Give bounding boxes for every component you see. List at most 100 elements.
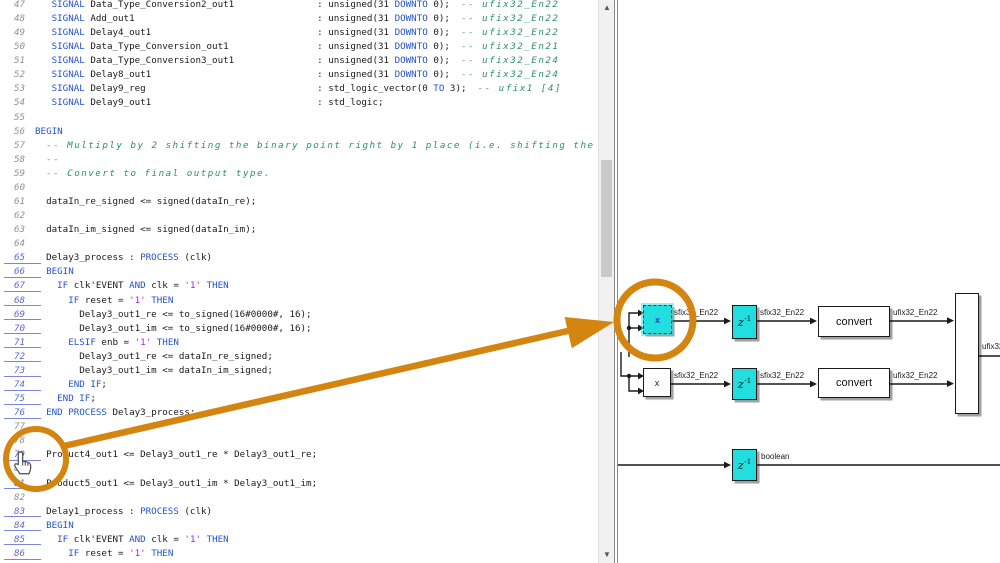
code-line: 54 SIGNAL Delay9_out1 : std_logic; bbox=[0, 96, 598, 110]
code-line: 48 SIGNAL Add_out1 : unsigned(31 DOWNTO … bbox=[0, 12, 598, 26]
code-line: 50 SIGNAL Data_Type_Conversion_out1 : un… bbox=[0, 40, 598, 54]
code-line: 55 bbox=[0, 111, 598, 125]
product-block-label: x bbox=[654, 377, 660, 388]
code-text: -- bbox=[46, 153, 61, 165]
line-number-link[interactable]: 68 bbox=[4, 294, 41, 307]
line-number-link[interactable]: 75 bbox=[4, 392, 41, 405]
line-number-link[interactable]: 76 bbox=[4, 406, 41, 419]
code-line: 57 -- Multiply by 2 shifting the binary … bbox=[0, 139, 598, 153]
code-line: 83 Delay1_process : PROCESS (clk) bbox=[0, 505, 598, 519]
code-text: END IF; bbox=[57, 393, 96, 405]
code-line: 82 bbox=[0, 491, 598, 505]
code-line: 47 SIGNAL Data_Type_Conversion2_out1 : u… bbox=[0, 0, 598, 12]
code-line: 66 BEGIN bbox=[0, 265, 598, 279]
code-text: SIGNAL Delay8_out1 : unsigned(31 DOWNTO … bbox=[51, 69, 560, 81]
unit-delay-block[interactable]: z-1 bbox=[732, 368, 757, 400]
code-line: 72 Delay3_out1_re <= dataIn_re_signed; bbox=[0, 350, 598, 364]
code-pane: 47 SIGNAL Data_Type_Conversion2_out1 : u… bbox=[0, 0, 598, 561]
line-number: 63 bbox=[14, 224, 26, 236]
unit-delay-label: z-1 bbox=[737, 315, 752, 329]
line-number-link[interactable]: 83 bbox=[4, 505, 41, 518]
signal-label: sfix32_En22 bbox=[674, 371, 719, 380]
scroll-down-icon[interactable]: ▼ bbox=[599, 547, 615, 563]
unit-delay-label: z-1 bbox=[737, 377, 752, 391]
line-number: 52 bbox=[14, 69, 26, 81]
code-text: IF reset = '1' THEN bbox=[68, 294, 174, 306]
vertical-scrollbar[interactable]: ▲ ▼ bbox=[598, 0, 615, 563]
code-line: 75 END IF; bbox=[0, 392, 598, 406]
line-number-link[interactable]: 71 bbox=[4, 336, 41, 349]
line-number-link[interactable]: 84 bbox=[4, 519, 41, 532]
product-block[interactable]: x bbox=[643, 368, 671, 397]
add-block[interactable]: + + bbox=[955, 293, 979, 414]
line-number-link[interactable]: 74 bbox=[4, 378, 41, 391]
code-line: 78 bbox=[0, 434, 598, 448]
code-text: Delay3_out1_im <= dataIn_im_signed; bbox=[35, 364, 273, 376]
line-number-link[interactable]: 67 bbox=[4, 279, 41, 293]
line-number: 51 bbox=[14, 55, 26, 67]
code-line: 56 BEGIN bbox=[0, 125, 598, 139]
line-number-link[interactable]: 72 bbox=[4, 350, 41, 363]
code-line: 86 IF reset = '1' THEN bbox=[0, 547, 598, 561]
unit-delay-block-boolean[interactable]: z-1 bbox=[732, 449, 757, 481]
code-text: IF clk'EVENT AND clk = '1' THEN bbox=[57, 533, 229, 545]
scroll-up-icon[interactable]: ▲ bbox=[599, 0, 615, 16]
code-line: 79 Product4_out1 <= Delay3_out1_re * Del… bbox=[0, 448, 598, 462]
line-number: 78 bbox=[14, 435, 26, 447]
line-number: 57 bbox=[14, 139, 26, 151]
code-text: SIGNAL Data_Type_Conversion_out1 : unsig… bbox=[51, 41, 560, 53]
unit-delay-block[interactable]: z-1 bbox=[732, 305, 757, 339]
code-line: 81 Product5_out1 <= Delay3_out1_im * Del… bbox=[0, 477, 598, 491]
code-line: 52 SIGNAL Delay8_out1 : unsigned(31 DOWN… bbox=[0, 68, 598, 82]
product-block-selected[interactable]: x bbox=[643, 305, 672, 334]
model-diagram-pane: x x z-1 z-1 z-1 convert convert + + sfix… bbox=[618, 0, 1000, 563]
convert-block[interactable]: convert bbox=[818, 368, 890, 398]
code-line: 70 Delay3_out1_im <= to_signed(16#0000#,… bbox=[0, 322, 598, 336]
code-line: 76 END PROCESS Delay3_process; bbox=[0, 406, 598, 420]
scrollbar-thumb[interactable] bbox=[601, 160, 612, 277]
signal-label: ufix32_En22 bbox=[893, 371, 938, 380]
signal-label: ufix32_En22 bbox=[893, 308, 938, 317]
code-text: -- Multiply by 2 shifting the binary poi… bbox=[46, 139, 598, 151]
code-line: 60 bbox=[0, 181, 598, 195]
line-number: 64 bbox=[14, 238, 26, 250]
code-line: 67 IF clk'EVENT AND clk = '1' THEN bbox=[0, 279, 598, 293]
convert-block[interactable]: convert bbox=[818, 306, 890, 337]
code-line: 62 bbox=[0, 209, 598, 223]
code-line: 77 bbox=[0, 420, 598, 434]
line-number-link[interactable]: 69 bbox=[4, 308, 41, 321]
line-number-link[interactable]: 86 bbox=[4, 547, 41, 560]
code-line: 69 Delay3_out1_re <= to_signed(16#0000#,… bbox=[0, 308, 598, 322]
line-number: 56 bbox=[14, 125, 26, 137]
line-number-link[interactable]: 65 bbox=[4, 251, 41, 264]
code-text: Delay3_out1_re <= dataIn_re_signed; bbox=[35, 350, 273, 362]
line-number: 47 bbox=[14, 0, 26, 10]
code-lines: 47 SIGNAL Data_Type_Conversion2_out1 : u… bbox=[0, 0, 598, 561]
line-number-link[interactable]: 85 bbox=[4, 533, 41, 546]
code-line: 64 bbox=[0, 237, 598, 251]
code-line: 53 SIGNAL Delay9_reg : std_logic_vector(… bbox=[0, 82, 598, 96]
signal-wires bbox=[618, 309, 1000, 469]
line-number: 55 bbox=[14, 111, 26, 123]
code-line: 85 IF clk'EVENT AND clk = '1' THEN bbox=[0, 533, 598, 547]
convert-block-label: convert bbox=[835, 315, 873, 328]
code-line: 63 dataIn_im_signed <= signed(dataIn_im)… bbox=[0, 223, 598, 237]
code-line: 73 Delay3_out1_im <= dataIn_im_signed; bbox=[0, 364, 598, 378]
line-number: 60 bbox=[14, 181, 26, 193]
product-block-label: x bbox=[654, 314, 660, 325]
line-number-link[interactable]: 73 bbox=[4, 364, 41, 377]
code-text: Delay1_process : PROCESS (clk) bbox=[35, 505, 213, 517]
unit-delay-label: z-1 bbox=[737, 458, 752, 472]
line-number-link[interactable]: 66 bbox=[4, 265, 41, 278]
line-number: 48 bbox=[14, 12, 26, 24]
code-text: -- Convert to final output type. bbox=[46, 167, 272, 179]
line-number-link[interactable]: 70 bbox=[4, 322, 41, 335]
code-text: SIGNAL Data_Type_Conversion2_out1 : unsi… bbox=[51, 0, 560, 10]
line-number: 62 bbox=[14, 210, 26, 222]
line-number: 49 bbox=[14, 27, 26, 39]
code-text: Product4_out1 <= Delay3_out1_re * Delay3… bbox=[35, 449, 318, 461]
code-text: BEGIN bbox=[35, 125, 63, 137]
code-line: 84 BEGIN bbox=[0, 519, 598, 533]
code-text: Product5_out1 <= Delay3_out1_im * Delay3… bbox=[35, 477, 318, 489]
